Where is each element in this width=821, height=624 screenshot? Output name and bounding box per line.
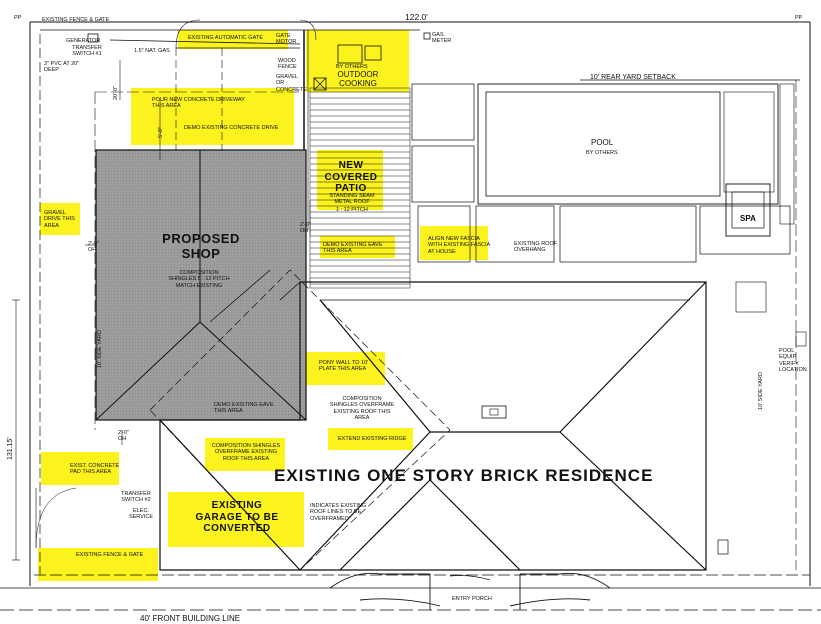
fence-gate-label-top: EXISTING FENCE & GATE xyxy=(42,17,110,23)
residence-roof xyxy=(149,269,707,571)
demo-drive-label: DEMO EXISTING CONCRETE DRIVE xyxy=(184,125,279,131)
overhang-dimension-right: 2'-0" OH xyxy=(300,222,311,235)
gas-meter-label: GAS METER xyxy=(432,32,452,45)
proposed-shop xyxy=(95,149,307,421)
side-yard-label-left: 10' SIDE YARD xyxy=(97,330,103,368)
gate-motor-label: GATE MOTOR xyxy=(276,33,297,46)
patio-deck xyxy=(309,87,411,289)
transfer-switch-2-label: TRANSFER SWITCH #2 xyxy=(121,491,151,504)
wood-fence-label: WOOD FENCE xyxy=(278,58,297,71)
pour-driveway-label: POUR NEW CONCRETE DRIVEWAY THIS AREA xyxy=(152,97,245,110)
concrete-pad-label: EXIST. CONCRETE PAD THIS AREA xyxy=(70,463,120,476)
overframe-note-1: COMPOSITION SHINGLES OVERFRAME EXISTING … xyxy=(329,396,395,421)
align-fascia-label: ALIGN NEW FASCIA WITH EXISTING FASCIA AT… xyxy=(428,236,491,255)
overframe-note-2: COMPOSITION SHINGLES OVERFRAME EXISTING … xyxy=(211,443,281,462)
standing-seam-label: STANDING SEAM METAL ROOF xyxy=(329,193,375,206)
pool-label: POOL xyxy=(591,138,614,147)
pool-area xyxy=(411,83,807,347)
overhang-dimension-lower: 2'-0" OH xyxy=(118,430,129,443)
existing-garage-label: EXISTING GARAGE TO BE CONVERTED xyxy=(195,500,279,534)
patio-pitch-label: 1 : 12 PITCH xyxy=(336,207,368,213)
property-lines xyxy=(0,19,821,611)
pp-marker-left: PP xyxy=(14,15,22,21)
lot-width-dimension: 122.0' xyxy=(405,12,428,22)
pp-marker-right: PP xyxy=(795,15,803,21)
by-others-cooking-label: BY OTHERS xyxy=(336,64,368,70)
entry-porch xyxy=(329,539,729,610)
fence-gate-label-bottom: EXISTING FENCE & GATE xyxy=(76,552,144,558)
extend-ridge-label: EXTEND EXISTING RIDGE xyxy=(338,436,407,442)
side-yard-label-right: 10' SIDE YARD xyxy=(758,372,764,410)
existing-roof-lines-note: INDICATES EXISTING ROOF LINES TO BE OVER… xyxy=(310,503,367,522)
overhang-dimension-left: 2'-0" OH xyxy=(88,241,99,254)
shop-offset-dimension: 5'-0" xyxy=(158,127,164,138)
rear-yard-setback-label: 10' REAR YARD SETBACK xyxy=(590,74,676,81)
pvc-label: 3" PVC AT 20" DEEP xyxy=(44,61,80,74)
gravel-concrete-label: GRAVEL OR CONCRETE xyxy=(276,74,307,93)
lot-depth-dimension: 131.15' xyxy=(7,437,14,460)
driveway-dimension: 20'-0" xyxy=(113,85,119,100)
elec-service-label: ELEC. SERVICE xyxy=(128,508,154,521)
demo-eave-label-2: DEMO EXISTING EAVE THIS AREA xyxy=(214,402,274,415)
spa-label: SPA xyxy=(740,214,756,223)
existing-residence-label: EXISTING ONE STORY BRICK RESIDENCE xyxy=(274,466,654,485)
demo-eave-label-1: DEMO EXISTING EAVE THIS AREA xyxy=(323,242,383,255)
outdoor-cooking-label: OUTDOOR COOKING xyxy=(337,70,379,89)
entry-porch-label: ENTRY PORCH xyxy=(452,596,492,602)
new-covered-patio-label: NEW COVERED PATIO xyxy=(324,160,378,194)
dimension-lines xyxy=(12,60,311,561)
proposed-shop-label: PROPOSED SHOP xyxy=(162,231,240,261)
automatic-gate-label: EXISTING AUTOMATIC GATE xyxy=(188,35,263,41)
gravel-drive-label: GRAVEL DRIVE THIS AREA xyxy=(44,210,75,229)
existing-overhang-label: EXISTING ROOF OVERHANG xyxy=(514,241,558,254)
generator-label: GENERATOR xyxy=(66,38,101,44)
pool-equipment-label: POOL EQUIP. VERIFY LOCATION xyxy=(779,348,807,373)
shop-roof-note: COMPOSITION SHINGLES 5 : 12 PITCH MATCH … xyxy=(168,270,230,289)
transfer-switch-1-label: TRANSFER SWITCH #1 xyxy=(72,45,102,58)
front-building-line-label: 40' FRONT BUILDING LINE xyxy=(140,614,241,623)
nat-gas-label: 1.5" NAT. GAS xyxy=(134,48,170,54)
pool-by-others-label: BY OTHERS xyxy=(586,150,618,156)
pony-wall-label: PONY WALL TO 10' PLATE THIS AREA xyxy=(319,360,369,373)
